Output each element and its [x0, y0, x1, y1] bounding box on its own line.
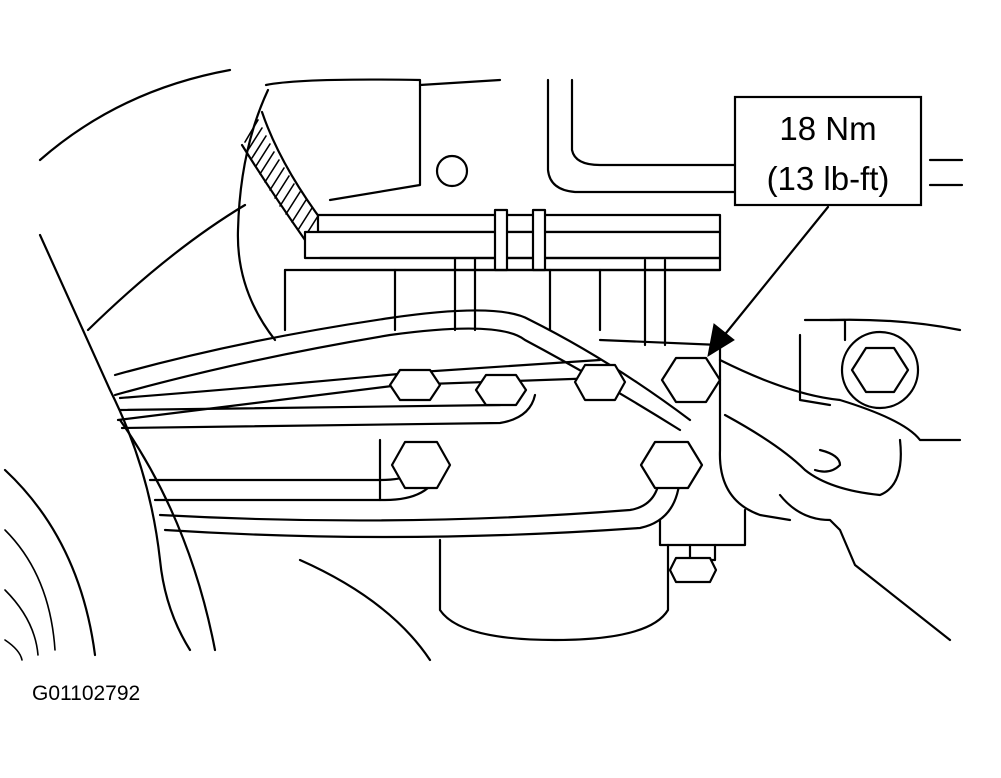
- tube-nut-lower-left: [390, 440, 452, 490]
- upper-housing: [264, 78, 964, 202]
- tube-nut-torque-target: [660, 356, 722, 404]
- torque-metric-label: 18 Nm: [779, 110, 876, 147]
- tube-nut-upper-center: [573, 363, 627, 402]
- left-body-contours: [3, 68, 432, 662]
- tube-nut-upper-left: [388, 368, 442, 402]
- arrowhead-icon: [707, 323, 735, 358]
- torque-callout: 18 Nm (13 lb-ft): [707, 95, 923, 358]
- tube-nut-upper-middle: [474, 373, 528, 407]
- braided-hose: [240, 110, 327, 242]
- mounting-rail: [283, 208, 722, 347]
- tube-nuts: [388, 356, 722, 490]
- tube-nut-lower-right: [639, 440, 704, 490]
- figure-id-label: G01102792: [32, 682, 140, 705]
- torque-imperial-label: (13 lb-ft): [767, 160, 890, 197]
- leader-arrow: [720, 205, 830, 340]
- right-mount-bracket: [718, 318, 962, 642]
- brake-lines: [113, 309, 692, 539]
- valve-block: [378, 338, 792, 642]
- torque-callout-box: [733, 95, 923, 207]
